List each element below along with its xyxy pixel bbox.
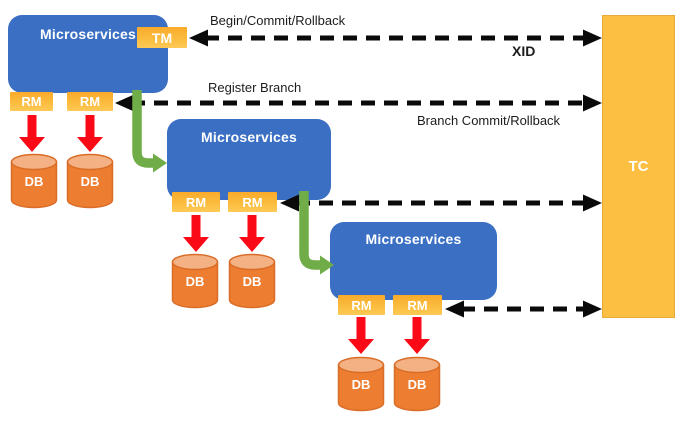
invoke-arrow-service1-service2 [132,90,167,173]
microservices-label: Microservices [201,129,297,145]
microservices-box-2: Microservices [167,119,331,200]
microservices-label: Microservices [365,231,462,247]
db-write-arrow [348,317,374,354]
microservices-label: Microservices [40,26,136,42]
invoke-arrow-service2-service3 [299,191,334,275]
db-cylinder: DB [171,253,219,309]
rm-badge-2b: RM [228,192,277,212]
cylinder-shape [66,153,114,209]
rm-badge-3a: RM [338,295,385,315]
label-xid: XID [512,43,536,59]
rm-badge-1b: RM [67,92,113,111]
cylinder-shape [393,356,441,412]
db-cylinder: DB [66,153,114,209]
cylinder-shape [337,356,385,412]
rm-badge-2a: RM [172,192,220,212]
rm-badge-1a: RM [10,92,53,111]
cylinder-shape [10,153,58,209]
db-write-arrow [19,115,45,152]
label-register-branch: Register Branch [208,80,302,95]
db-write-arrow [183,215,209,252]
db-write-arrow [77,115,103,152]
db-cylinder: DB [337,356,385,412]
arrow-tm-tc [189,29,602,47]
cylinder-shape [171,253,219,309]
tc-label: TC [628,158,649,175]
db-write-arrow [404,317,430,354]
tc-box: TC [602,15,675,318]
cylinder-shape [228,253,276,309]
rm-badge-3b: RM [393,295,442,315]
db-write-arrow [239,215,265,252]
db-cylinder: DB [228,253,276,309]
arrow-rm1-tc [115,94,602,112]
microservices-box-3: Microservices [330,222,497,300]
db-cylinder: DB [393,356,441,412]
label-begin-commit-rollback: Begin/Commit/Rollback [210,13,346,28]
arrow-rm3-tc [445,300,602,318]
arrow-rm2-tc [280,194,602,212]
tm-badge: TM [137,27,187,48]
db-cylinder: DB [10,153,58,209]
label-branch-commit-rollback: Branch Commit/Rollback [417,113,561,128]
